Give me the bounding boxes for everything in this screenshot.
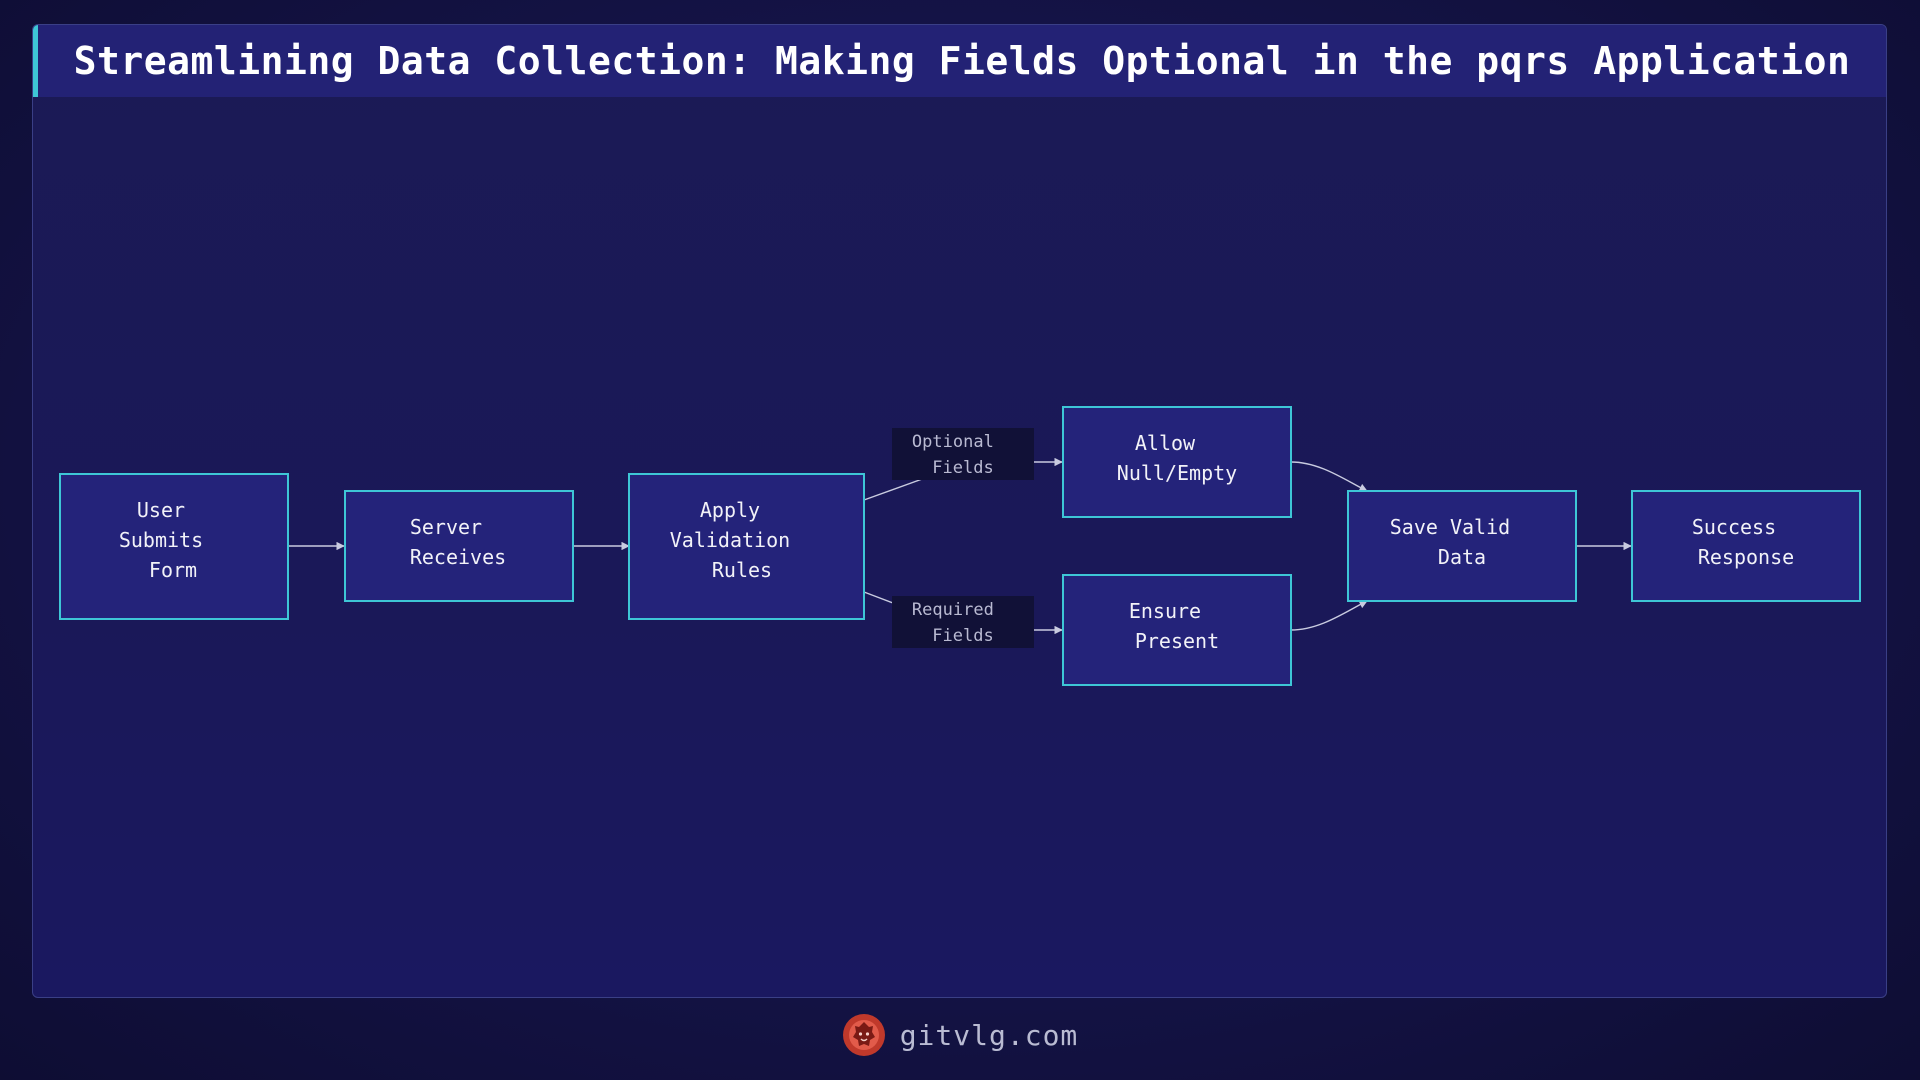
edges	[288, 457, 1632, 635]
node-user-submits: User Submits Form	[59, 473, 289, 620]
node-server-receives: Server Receives	[344, 490, 574, 602]
edge-label-optional-fields: Optional Fields	[892, 428, 1034, 480]
node-line: Validation	[670, 528, 790, 552]
svg-text:Required Fields: Required Fields	[912, 600, 1004, 646]
node-ensure-present: Ensure Present	[1062, 574, 1292, 686]
node-line: Server	[410, 515, 482, 539]
diagram-frame: Streamlining Data Collection: Making Fie…	[32, 24, 1887, 998]
node-line: Success	[1692, 515, 1776, 539]
node-line: Rules	[712, 558, 772, 582]
svg-text:Optional Fields: Optional Fields	[912, 432, 1004, 478]
edge-ensure-to-save	[1290, 600, 1368, 631]
node-line: Present	[1135, 629, 1219, 653]
svg-text:Ensure Present: Ensure Present	[1129, 599, 1219, 653]
node-line: User	[137, 498, 185, 522]
svg-text:Allow Null/Empty: Allow Null/Empty	[1117, 431, 1237, 485]
edge-label-required-fields: Required Fields	[892, 596, 1034, 648]
node-save-valid: Save Valid Data	[1347, 490, 1577, 602]
edge-label-line: Optional	[912, 432, 994, 452]
node-success-response: Success Response	[1631, 490, 1861, 602]
svg-text:Success Response: Success Response	[1692, 515, 1794, 569]
edge-label-line: Fields	[932, 458, 993, 478]
edge-validation-to-optional	[863, 477, 926, 501]
svg-text:Apply Validation R: Apply Validation Rules	[670, 498, 802, 582]
lion-head-icon	[842, 1014, 885, 1056]
node-line: Allow	[1135, 431, 1196, 455]
node-line: Submits	[119, 528, 203, 552]
node-line: Response	[1698, 545, 1794, 569]
edge-label-line: Fields	[932, 626, 993, 646]
title-bar: Streamlining Data Collection: Making Fie…	[33, 25, 1886, 97]
node-line: Apply	[700, 498, 760, 522]
footer: gitvlg.com	[0, 1010, 1920, 1060]
edge-validation-to-required	[863, 591, 894, 604]
svg-text:User Submits Form: User Submits Form	[119, 498, 215, 582]
edge-allow-to-save	[1290, 461, 1368, 492]
svg-text:Save Valid Data: Save Valid Data	[1390, 515, 1522, 569]
node-line: Save Valid	[1390, 515, 1510, 539]
page-title: Streamlining Data Collection: Making Fie…	[73, 39, 1851, 83]
svg-text:Server Receives: Server Receives	[410, 515, 506, 569]
node-line: Ensure	[1129, 599, 1201, 623]
node-line: Receives	[410, 545, 506, 569]
node-line: Form	[149, 558, 197, 582]
node-line: Null/Empty	[1117, 461, 1237, 485]
footer-site-text[interactable]: gitvlg.com	[899, 1018, 1079, 1052]
node-line: Data	[1438, 545, 1486, 569]
node-allow-null: Allow Null/Empty	[1062, 406, 1292, 518]
node-apply-validation: Apply Validation Rules	[628, 473, 865, 620]
edge-label-line: Required	[912, 600, 994, 620]
